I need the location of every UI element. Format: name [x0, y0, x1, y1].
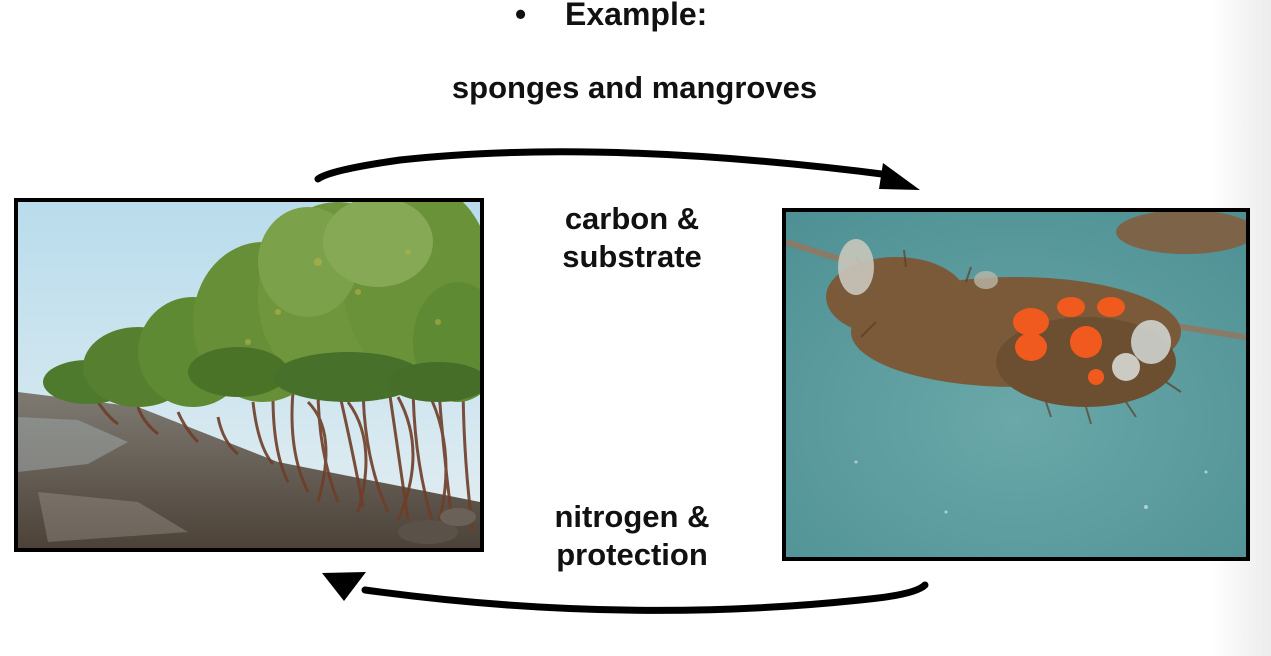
slide-subtitle: sponges and mangroves [0, 70, 1271, 106]
top-arrow-shaft [314, 148, 894, 183]
flow-label-line: protection [556, 537, 708, 572]
sponge-image [786, 212, 1246, 557]
mangrove-photo [14, 198, 484, 552]
bottom-arrow-head [322, 572, 366, 601]
flow-label-line: substrate [562, 239, 702, 274]
top-arrow-head [879, 163, 920, 190]
bullet-heading: • Example: [515, 0, 707, 34]
subtitle-text: sponges and mangroves [451, 70, 818, 105]
sponge-photo [782, 208, 1250, 561]
mangrove-image [18, 202, 480, 548]
flow-label-carbon-substrate: carbon & substrate [512, 200, 752, 276]
flow-label-line: nitrogen & [554, 499, 710, 534]
bottom-arrow-shaft [361, 581, 929, 614]
flow-label-nitrogen-protection: nitrogen & protection [512, 498, 752, 574]
bullet-marker: • [515, 0, 527, 32]
flow-label-line: carbon & [564, 201, 700, 236]
heading-text: Example: [565, 0, 708, 32]
